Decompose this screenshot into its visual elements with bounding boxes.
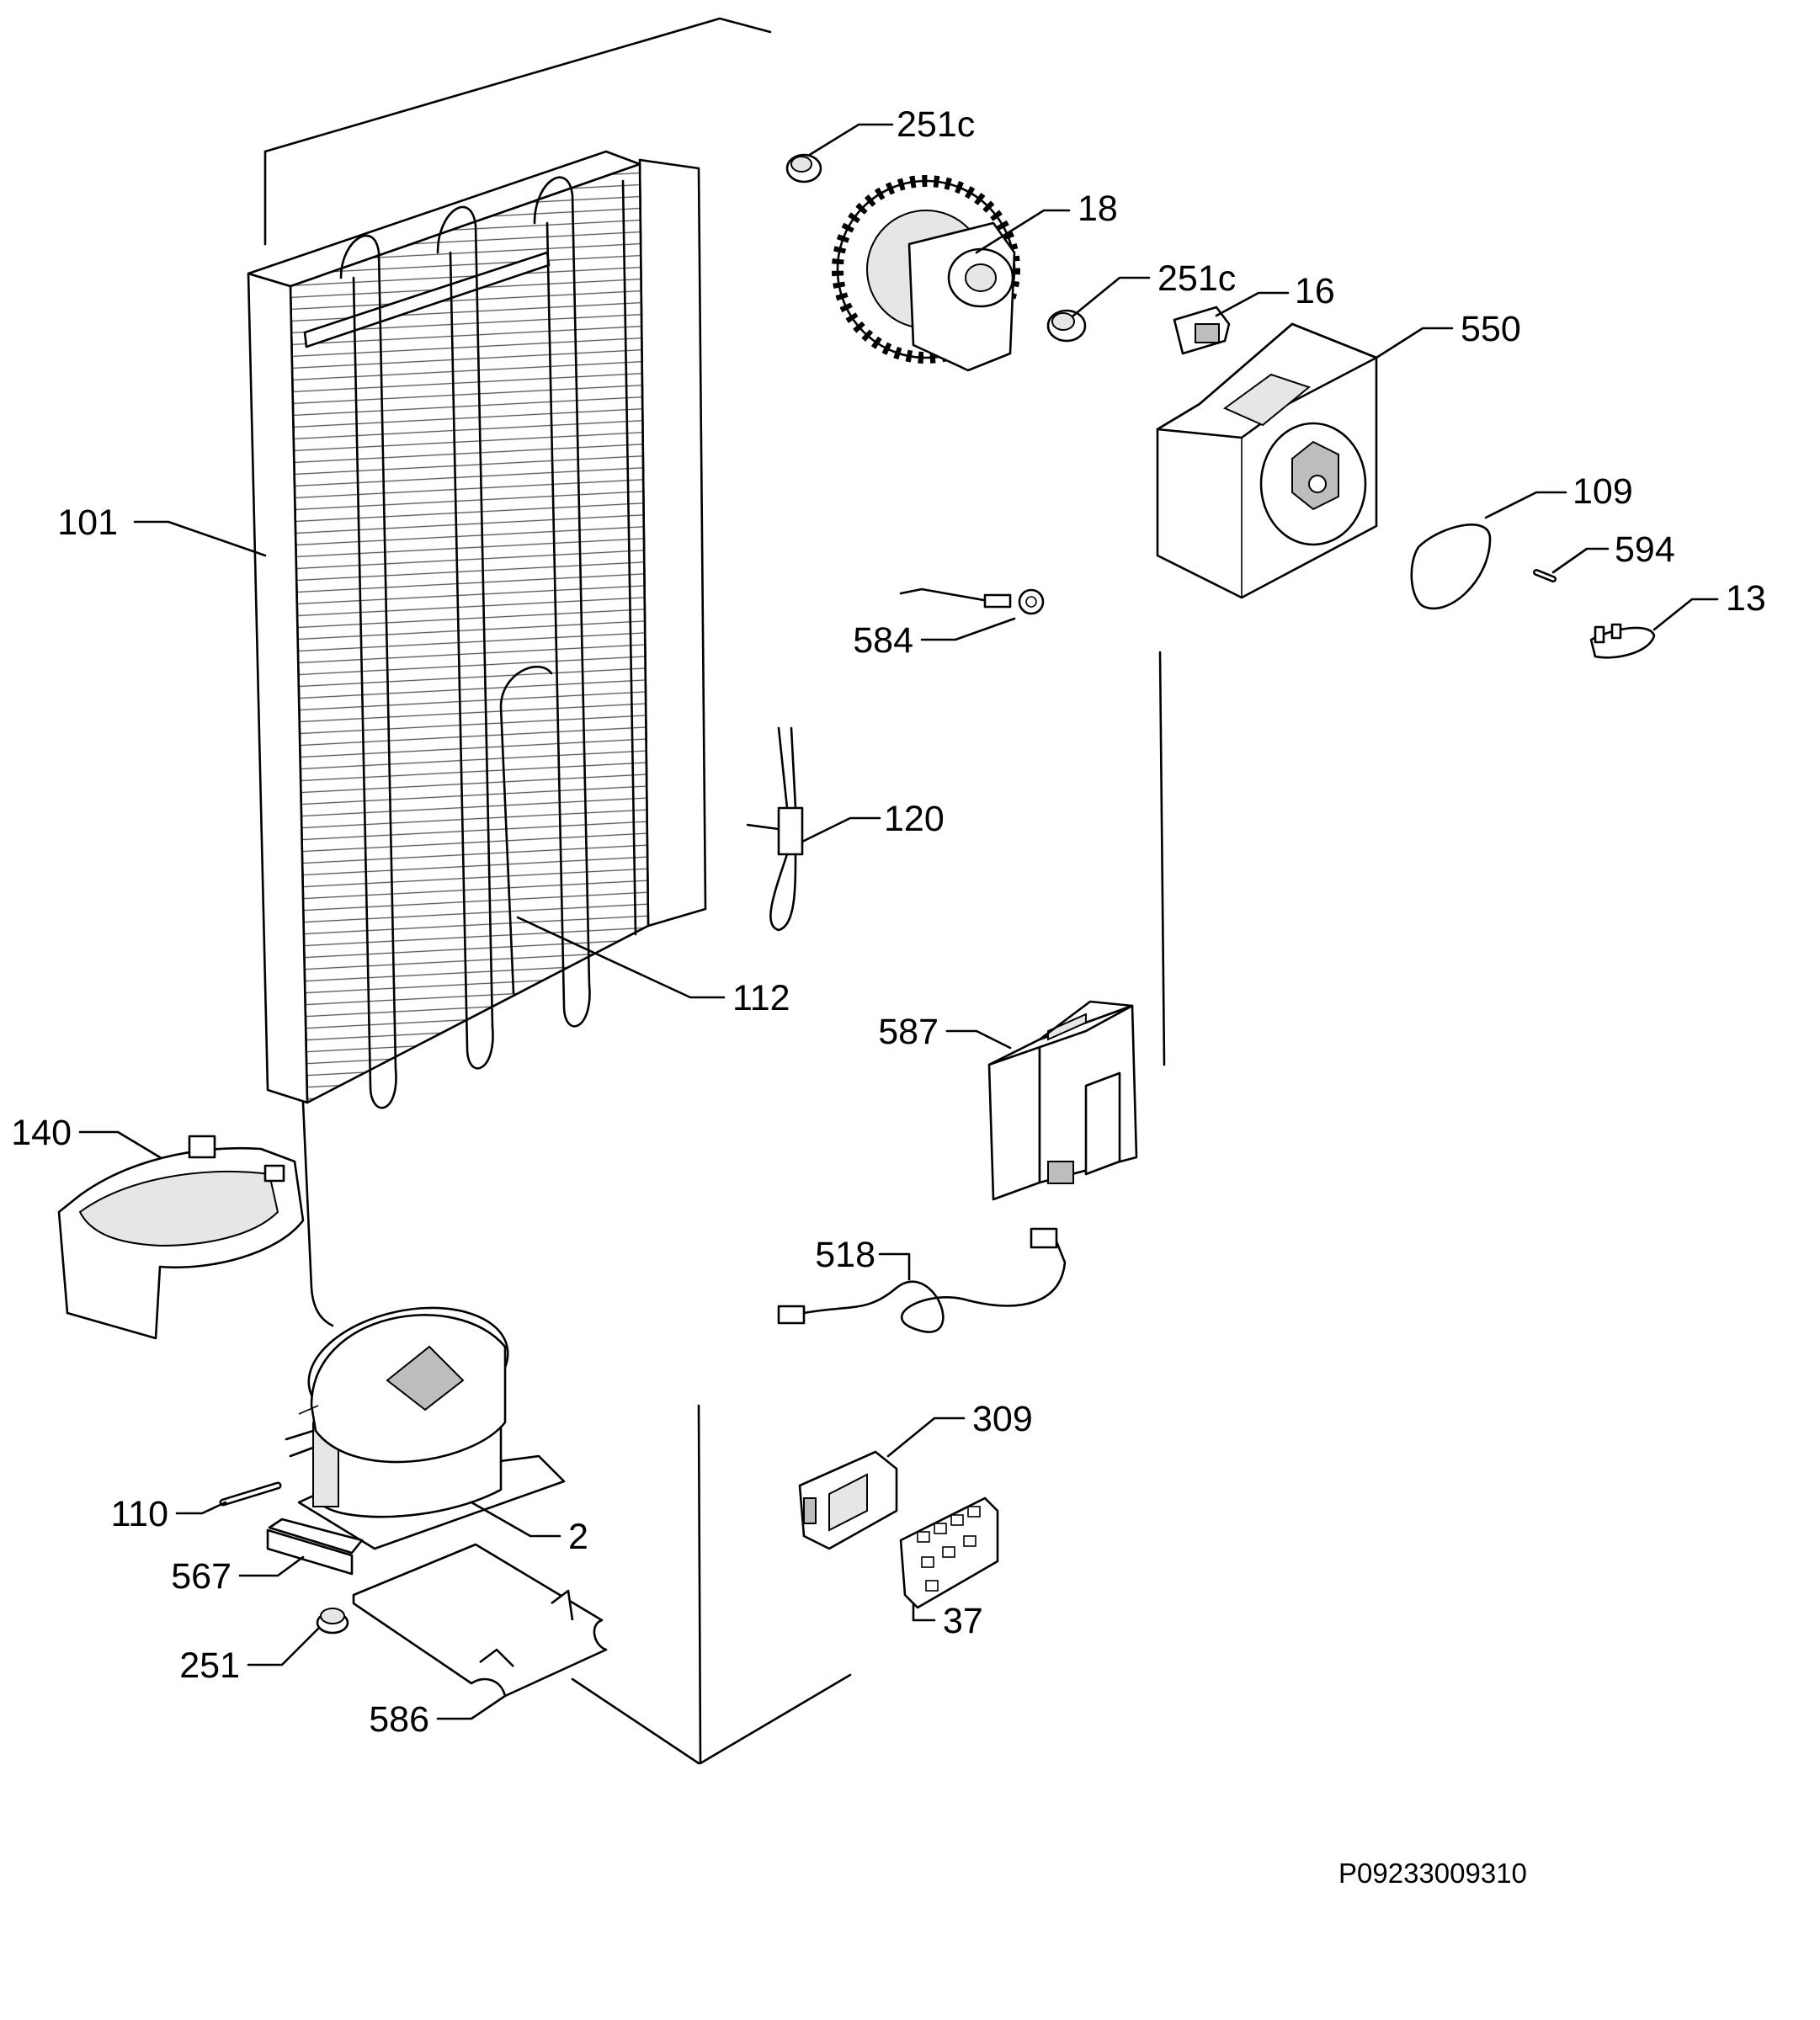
callout-587: 587 bbox=[878, 1012, 939, 1052]
lamp-holder-13 bbox=[1589, 623, 1656, 659]
callout-251: 251 bbox=[179, 1645, 240, 1686]
drip-tray bbox=[57, 1135, 305, 1340]
control-box bbox=[987, 1000, 1138, 1201]
callout-584: 584 bbox=[853, 620, 913, 661]
callout-109: 109 bbox=[1573, 471, 1633, 512]
callout-labels: 101 251c 18 251c 16 550 109 594 13 584 1… bbox=[11, 104, 1766, 1889]
sensor-584 bbox=[899, 587, 1045, 615]
callout-550: 550 bbox=[1461, 309, 1521, 349]
module-309 bbox=[798, 1450, 898, 1550]
callout-309: 309 bbox=[972, 1399, 1033, 1439]
callout-101: 101 bbox=[57, 502, 118, 543]
cabinet-outline bbox=[263, 17, 1166, 1765]
callout-16: 16 bbox=[1295, 271, 1335, 311]
drawing-reference: P09233009310 bbox=[1338, 1858, 1527, 1889]
callout-37: 37 bbox=[943, 1601, 983, 1641]
callout-586: 586 bbox=[369, 1699, 429, 1740]
fan-housing bbox=[1156, 322, 1378, 599]
callout-112: 112 bbox=[732, 978, 790, 1018]
grommet-251c-top bbox=[785, 153, 822, 183]
callout-140: 140 bbox=[11, 1113, 72, 1153]
wire-harness-518 bbox=[777, 1227, 1067, 1333]
compressor bbox=[285, 1306, 566, 1550]
callout-110: 110 bbox=[110, 1494, 168, 1534]
base-plate bbox=[352, 1543, 608, 1698]
callout-567: 567 bbox=[171, 1556, 231, 1597]
thermostat-120 bbox=[746, 726, 804, 932]
grommet-251c-mid bbox=[1046, 309, 1087, 343]
condenser-tubes bbox=[339, 176, 637, 1109]
switch-16 bbox=[1173, 306, 1231, 355]
callout-251c-top: 251c bbox=[897, 104, 975, 145]
board-37 bbox=[899, 1496, 999, 1609]
lamp-cover-109 bbox=[1410, 524, 1492, 610]
callout-2: 2 bbox=[568, 1517, 588, 1557]
fan-motor bbox=[832, 175, 1020, 372]
callout-518: 518 bbox=[815, 1235, 875, 1275]
leader-lines bbox=[78, 123, 1719, 1720]
grommet-251 bbox=[316, 1608, 349, 1635]
condenser bbox=[247, 150, 707, 1327]
callout-13: 13 bbox=[1726, 578, 1766, 619]
callout-594: 594 bbox=[1615, 529, 1675, 570]
callout-120: 120 bbox=[884, 799, 945, 839]
strip-567 bbox=[268, 1518, 364, 1555]
callout-18: 18 bbox=[1078, 189, 1118, 229]
callout-251c-mid: 251c bbox=[1157, 258, 1236, 299]
